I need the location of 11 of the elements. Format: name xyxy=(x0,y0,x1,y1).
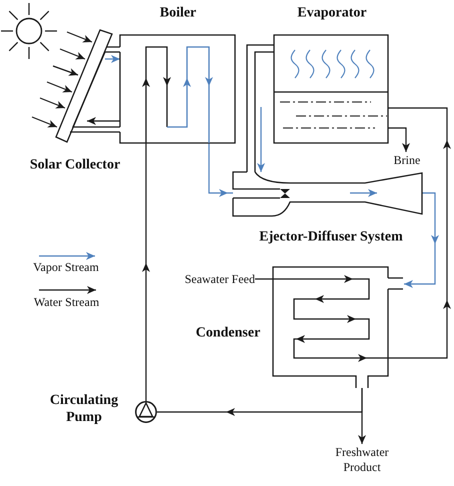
component-label: Circulating Pump xyxy=(48,392,120,426)
legend-label: Vapor Stream xyxy=(33,260,99,274)
component-label: Solar Collector xyxy=(30,156,120,174)
stream-label: Brine xyxy=(390,152,424,168)
stream-label: Freshwater Product xyxy=(322,444,402,476)
component-label: Boiler xyxy=(160,4,196,22)
stream-label: Seawater Feed xyxy=(164,271,255,287)
component-label: Evaporator xyxy=(297,4,367,22)
component-label: Ejector-Diffuser System xyxy=(259,228,403,246)
legend-label: Water Stream xyxy=(34,295,100,309)
component-label: Condenser xyxy=(196,324,260,342)
